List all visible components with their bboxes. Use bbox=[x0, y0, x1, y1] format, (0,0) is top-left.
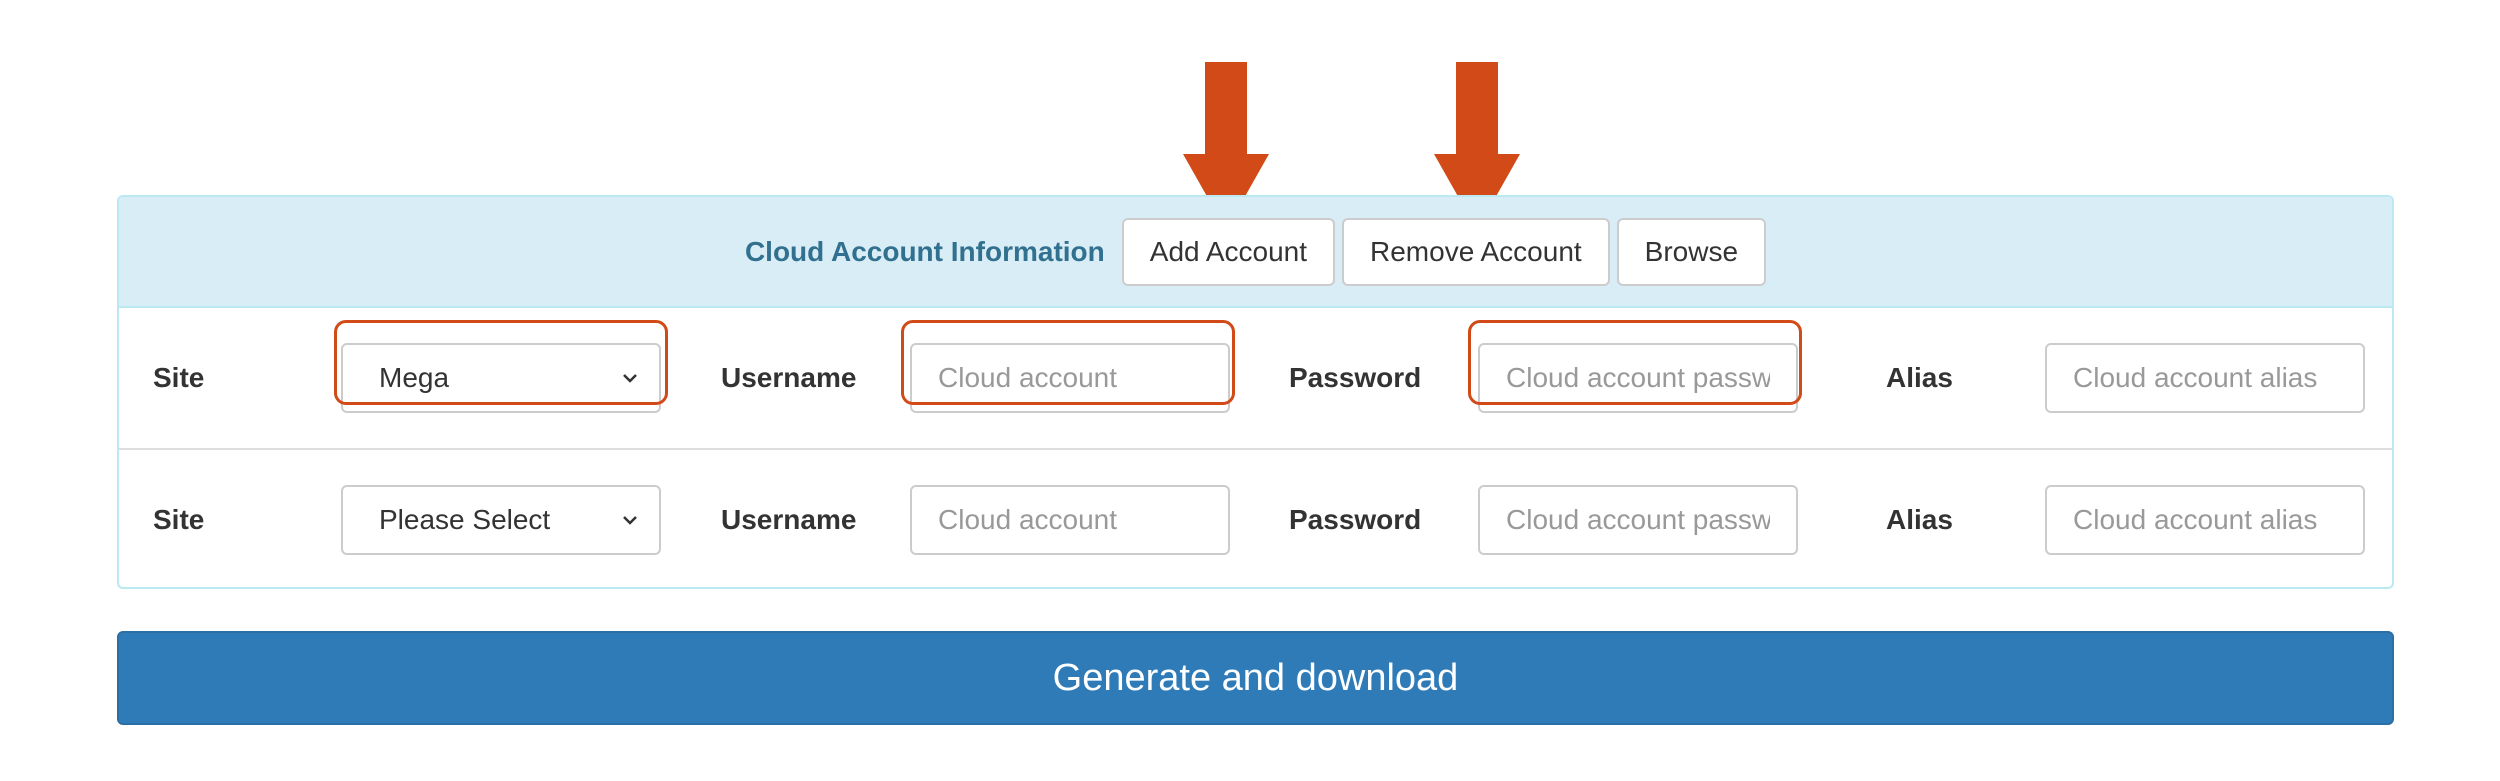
alias-label: Alias bbox=[1886, 503, 1953, 535]
username-input[interactable] bbox=[910, 343, 1230, 413]
cloud-account-panel: Cloud Account Information Add Account Re… bbox=[117, 195, 2394, 589]
generate-download-button[interactable]: Generate and download bbox=[117, 631, 2394, 725]
annotation-arrow-remove-icon bbox=[1434, 62, 1520, 230]
site-select-value: Mega bbox=[379, 362, 450, 393]
panel-heading: Cloud Account Information Add Account Re… bbox=[119, 197, 2392, 308]
account-row-1: Site Mega Username Password Alias bbox=[119, 308, 2392, 448]
site-select-value: Please Select bbox=[379, 503, 551, 535]
annotation-arrow-add-icon bbox=[1183, 62, 1269, 230]
password-label: Password bbox=[1289, 503, 1422, 535]
site-select[interactable]: Please Select bbox=[341, 484, 661, 555]
site-select[interactable]: Mega bbox=[341, 343, 661, 413]
site-label: Site bbox=[153, 503, 205, 535]
username-label: Username bbox=[721, 503, 857, 535]
password-input[interactable] bbox=[1478, 484, 1798, 555]
panel-title: Cloud Account Information bbox=[744, 235, 1105, 267]
password-input[interactable] bbox=[1478, 343, 1798, 413]
chevron-down-icon bbox=[623, 515, 637, 525]
username-input[interactable] bbox=[910, 484, 1230, 555]
alias-label: Alias bbox=[1886, 362, 1953, 393]
site-label: Site bbox=[153, 362, 205, 393]
password-label: Password bbox=[1289, 362, 1422, 393]
remove-account-button[interactable]: Remove Account bbox=[1342, 217, 1610, 286]
account-row-2: Site Please Select Username Password Ali… bbox=[119, 448, 2392, 587]
alias-input[interactable] bbox=[2045, 484, 2365, 555]
add-account-button[interactable]: Add Account bbox=[1121, 217, 1335, 286]
alias-input[interactable] bbox=[2045, 343, 2365, 413]
browse-button[interactable]: Browse bbox=[1616, 217, 1767, 286]
chevron-down-icon bbox=[623, 374, 637, 383]
username-label: Username bbox=[721, 362, 857, 393]
